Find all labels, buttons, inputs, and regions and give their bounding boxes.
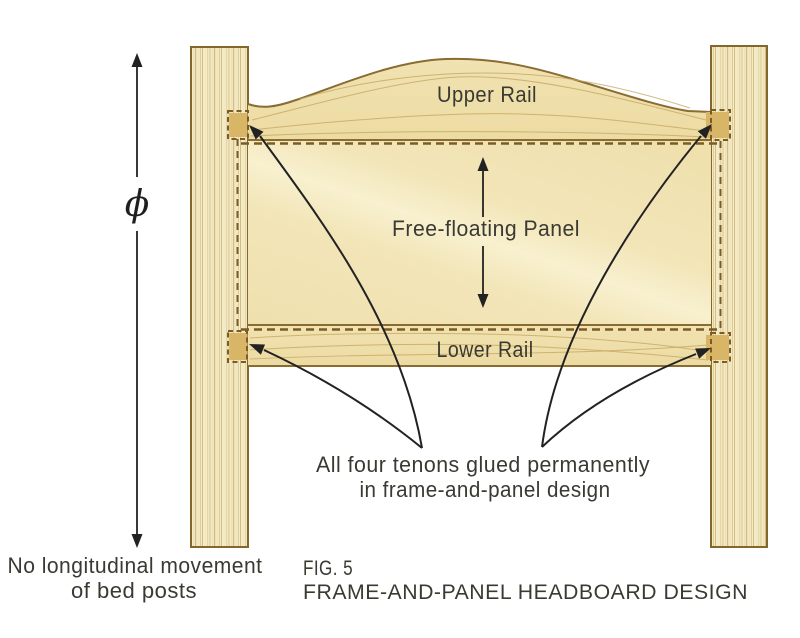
wood-grain-line — [251, 113, 707, 132]
wood-grain-line — [249, 343, 709, 361]
figure-number: FIG. 5 — [303, 557, 353, 580]
callout-arrow-lower-left-tenon — [263, 349, 423, 449]
upper-rail-label: Upper Rail — [437, 82, 537, 107]
tenon-lower-right — [706, 332, 731, 363]
wood-grain-line — [249, 344, 709, 360]
upper-rail — [247, 57, 712, 141]
wood-grain-line — [249, 332, 709, 353]
wood-grain-line — [299, 72, 691, 109]
tenon-hidden-outline — [227, 110, 249, 140]
tenon-note-line2: in frame-and-panel design — [360, 477, 611, 502]
free-floating-panel-label: Free-floating Panel — [392, 216, 580, 241]
tenon-note-line1: All four tenons glued permanently — [316, 452, 650, 477]
tenon-fill — [706, 335, 729, 360]
tenon-lower-left — [227, 330, 248, 363]
panel-float-arrow — [477, 157, 489, 308]
post-note-line1: No longitudinal movement — [8, 553, 263, 578]
figure-title: FRAME-AND-PANEL HEADBOARD DESIGN — [303, 581, 748, 604]
callout-arrow-lower-right-tenon — [541, 353, 697, 448]
tenon-hidden-outline — [227, 330, 248, 363]
tenon-fill — [706, 112, 729, 138]
tenon-hidden-outline — [710, 109, 731, 141]
arrowhead-up-icon — [131, 53, 143, 67]
arrowhead-up-icon — [477, 157, 489, 171]
callout-arrow-upper-right-tenon — [541, 135, 702, 448]
tenon-fill — [229, 113, 248, 137]
arrowhead-down-icon — [477, 294, 489, 308]
arrowhead-icon — [249, 125, 264, 140]
lower-rail-label: Lower Rail — [437, 337, 534, 362]
tenon-callout-arrows — [249, 124, 712, 449]
callout-arrow-upper-left-tenon — [259, 135, 423, 449]
upper-rail-top-edge — [247, 57, 712, 113]
arrowhead-down-icon — [131, 534, 143, 548]
longitudinal-dimension-arrow: ϕ — [125, 53, 150, 548]
tenon-fill — [229, 333, 248, 360]
arrowhead-icon — [697, 124, 712, 139]
tenon-upper-right — [706, 109, 731, 141]
post-note-line2: of bed posts — [71, 578, 197, 603]
arrowhead-icon — [249, 344, 265, 355]
tenon-hidden-outline — [710, 332, 731, 363]
wood-grain-line — [251, 76, 707, 121]
wood-grain-line — [249, 131, 707, 138]
tenon-upper-left — [227, 110, 249, 140]
phi-symbol: ϕ — [125, 184, 150, 225]
lower-rail-body — [248, 325, 711, 366]
arrowhead-icon — [695, 348, 711, 359]
hidden-groove-lines — [236, 139, 722, 333]
lower-rail — [248, 324, 711, 367]
